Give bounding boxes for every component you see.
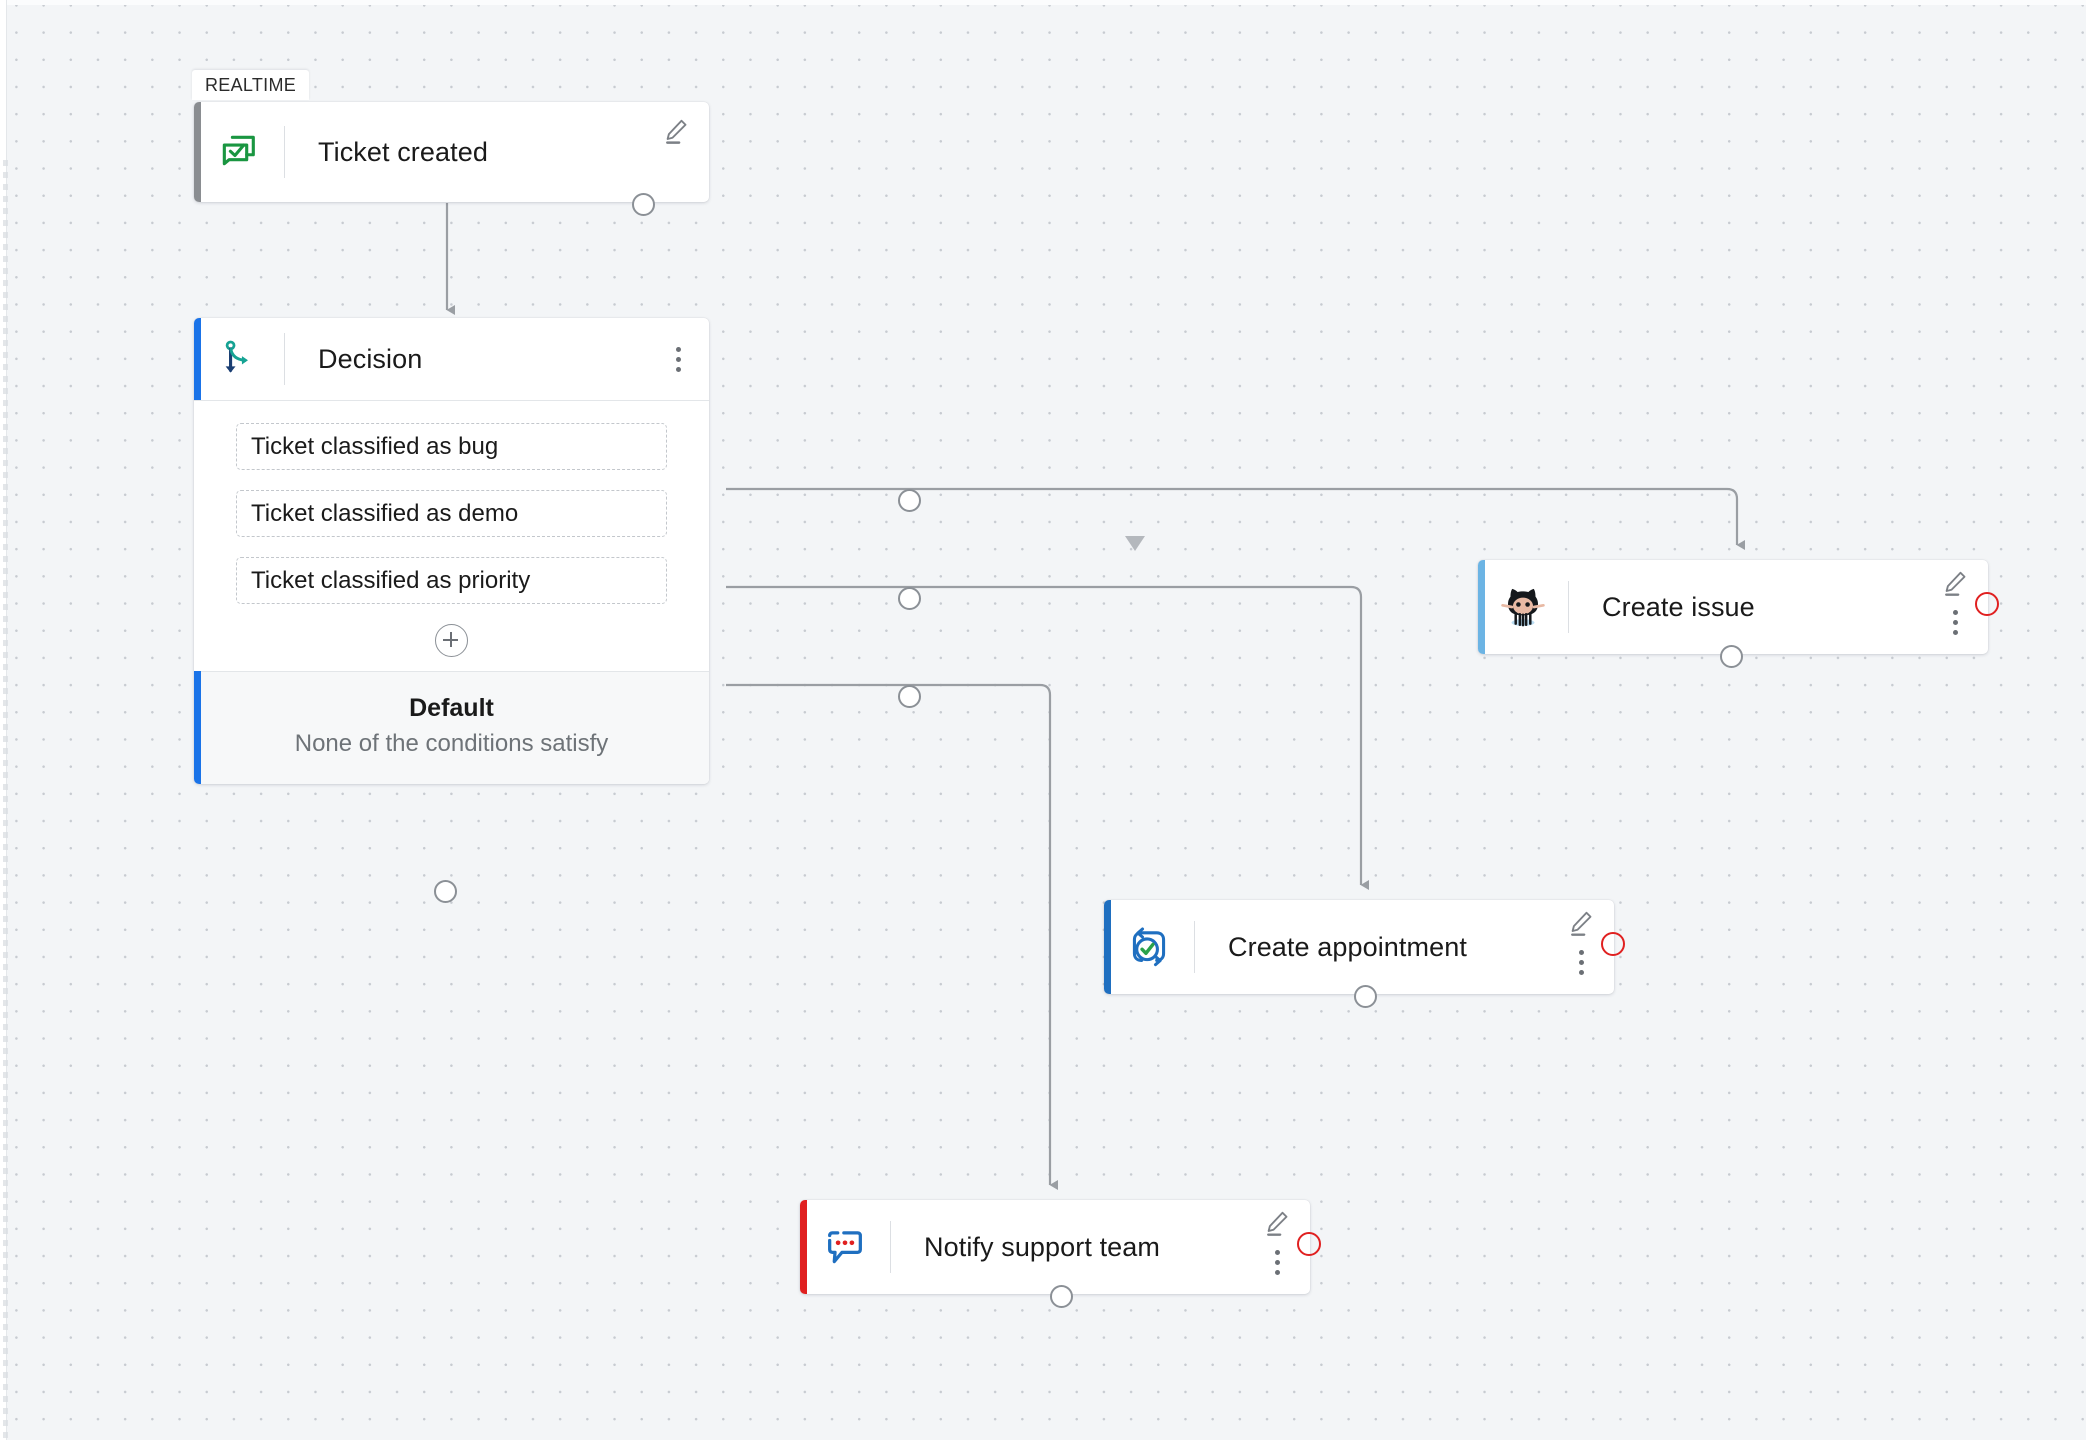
edit-pencil-icon[interactable] xyxy=(1940,568,1970,598)
default-title: Default xyxy=(409,694,494,722)
output-handle-default[interactable] xyxy=(434,880,457,903)
icon-divider xyxy=(1194,921,1195,973)
condition-label: Ticket classified as demo xyxy=(251,499,519,527)
condition-label: Ticket classified as bug xyxy=(251,432,499,460)
status-error-indicator[interactable] xyxy=(1601,932,1625,956)
output-handle[interactable] xyxy=(1354,985,1377,1008)
node-title: Ticket created xyxy=(318,136,488,167)
condition-row[interactable]: Ticket classified as demo xyxy=(236,490,667,537)
node-title: Decision xyxy=(318,343,423,374)
node-title: Create issue xyxy=(1602,591,1755,622)
edge-bug-to-create-issue xyxy=(726,487,1745,550)
default-subtitle: None of the conditions satisfy xyxy=(294,730,609,757)
node-notify-support-team[interactable]: Notify support team xyxy=(800,1200,1321,1308)
node-accent-bar xyxy=(1104,900,1111,994)
edit-pencil-icon[interactable] xyxy=(1262,1208,1292,1238)
kebab-menu-icon[interactable] xyxy=(1944,606,1966,638)
node-accent-bar xyxy=(1478,560,1485,654)
node-title: Create appointment xyxy=(1228,931,1467,962)
output-handle-priority[interactable] xyxy=(898,685,921,708)
condition-label: Ticket classified as priority xyxy=(251,566,531,594)
edge-priority-to-notify xyxy=(726,683,1058,1190)
icon-divider xyxy=(1568,581,1569,633)
condition-row[interactable]: Ticket classified as priority xyxy=(236,557,667,604)
output-handle[interactable] xyxy=(1050,1285,1073,1308)
kebab-menu-icon[interactable] xyxy=(1266,1246,1288,1278)
add-condition-button[interactable] xyxy=(194,624,709,671)
condition-row[interactable]: Ticket classified as bug xyxy=(236,423,667,470)
kebab-menu-icon[interactable] xyxy=(667,343,689,375)
node-create-issue[interactable]: Create issue xyxy=(1478,560,1999,668)
icon-divider xyxy=(890,1221,891,1273)
node-accent-bar xyxy=(194,102,201,202)
orphan-arrow-marker xyxy=(1125,536,1145,551)
left-panel-drag-handle[interactable] xyxy=(3,160,8,1440)
realtime-badge: REALTIME xyxy=(192,70,310,100)
edit-pencil-icon[interactable] xyxy=(661,116,691,146)
output-handle[interactable] xyxy=(632,193,655,216)
github-octocat-icon xyxy=(1478,582,1568,632)
node-decision[interactable]: Decision Ticket classified as bug Ticket… xyxy=(194,318,921,903)
icon-divider xyxy=(284,126,285,178)
edge-demo-to-create-appointment xyxy=(726,585,1369,890)
node-accent-bar xyxy=(800,1200,807,1294)
status-error-indicator[interactable] xyxy=(1297,1232,1321,1256)
status-error-indicator[interactable] xyxy=(1975,592,1999,616)
node-title: Notify support team xyxy=(924,1231,1161,1262)
decision-default-branch[interactable]: Default None of the conditions satisfy xyxy=(194,671,709,784)
chat-bubble-dots-icon xyxy=(800,1224,890,1270)
output-handle[interactable] xyxy=(1720,645,1743,668)
output-handle-demo[interactable] xyxy=(898,587,921,610)
edit-pencil-icon[interactable] xyxy=(1566,908,1596,938)
ticket-created-icon xyxy=(194,130,284,174)
branch-decision-icon xyxy=(194,337,284,381)
node-ticket-created[interactable]: REALTIME Ticket created xyxy=(192,70,709,216)
node-create-appointment[interactable]: Create appointment xyxy=(1104,900,1625,1008)
kebab-menu-icon[interactable] xyxy=(1570,946,1592,978)
icon-divider xyxy=(284,333,285,385)
output-handle-bug[interactable] xyxy=(898,489,921,512)
decision-conditions: Ticket classified as bug Ticket classifi… xyxy=(194,401,709,671)
canvas-top-strip xyxy=(7,0,2086,5)
plus-circle-icon xyxy=(435,624,468,657)
appointment-calendar-check-icon xyxy=(1104,924,1194,970)
